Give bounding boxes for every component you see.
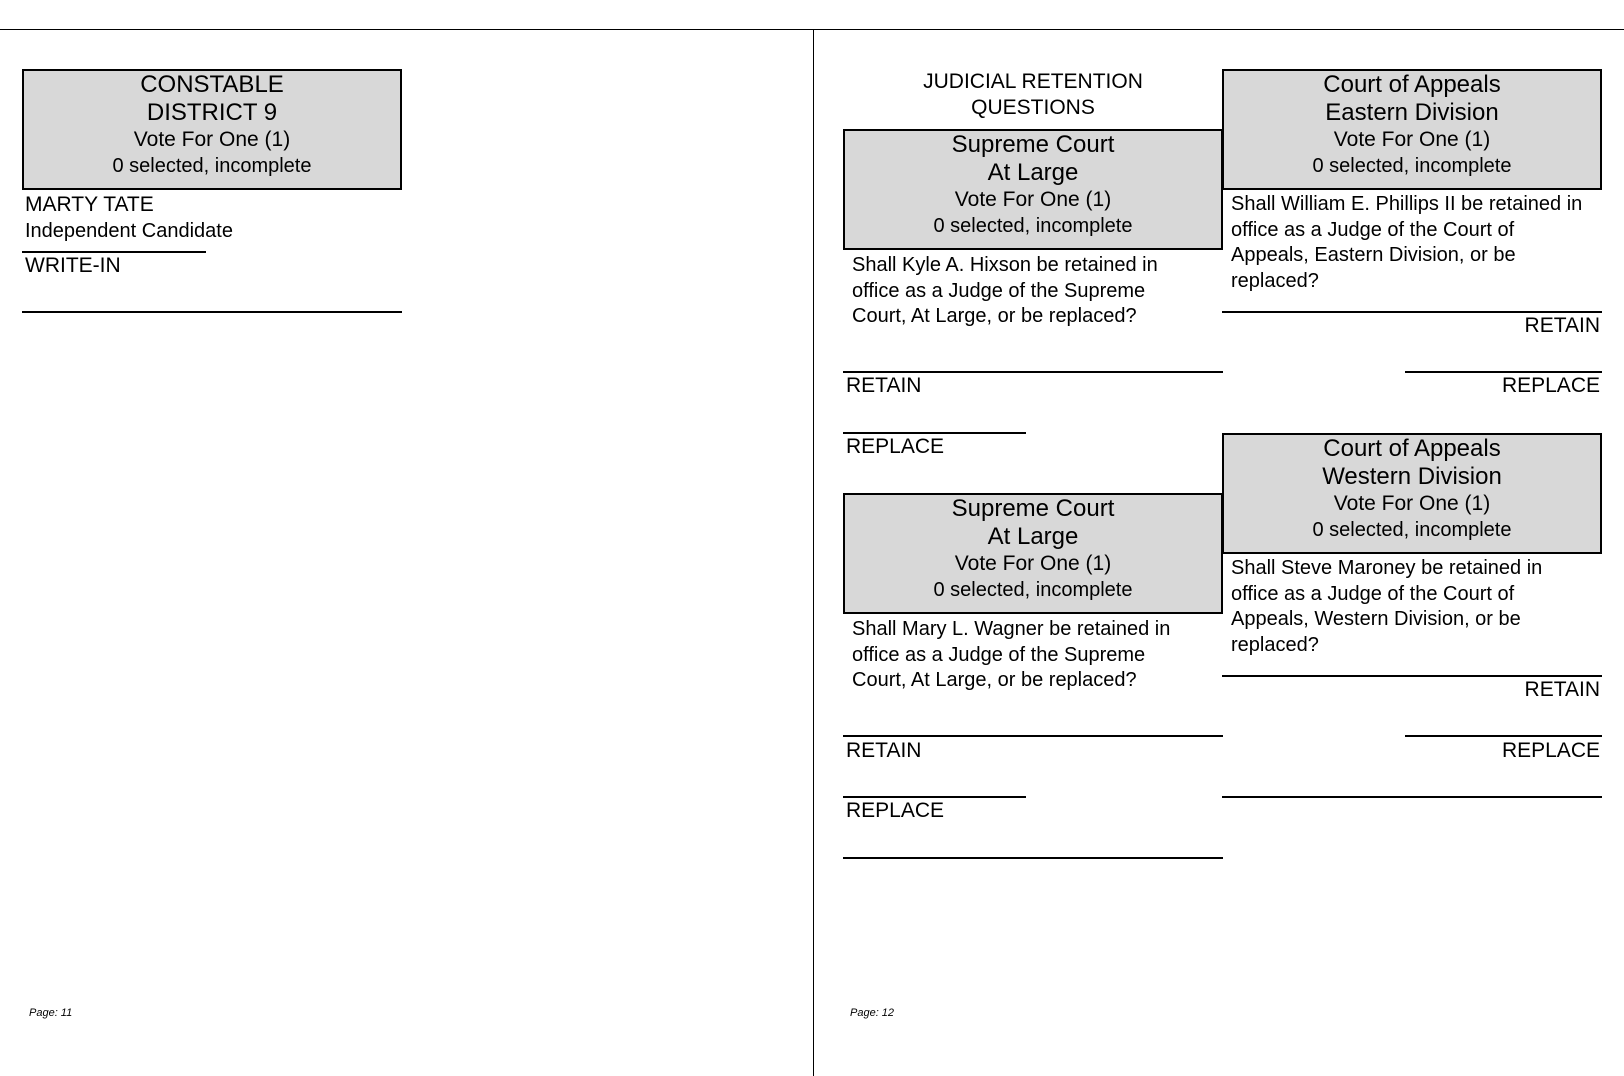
retain-label: RETAIN <box>1524 678 1600 701</box>
question-divider <box>843 371 1223 373</box>
top-border <box>0 29 1624 30</box>
supreme-court-contest-header-2: Supreme Court At Large Vote For One (1) … <box>843 493 1223 614</box>
selection-status: 0 selected, incomplete <box>112 155 312 177</box>
option-divider <box>1405 735 1602 737</box>
page-divider <box>813 29 814 1076</box>
retention-question-text: Shall William E. Phillips II be retained… <box>1231 193 1583 292</box>
section-title: JUDICIAL RETENTION QUESTIONS <box>843 69 1223 121</box>
option-divider <box>843 432 1026 434</box>
candidate-party: Independent Candidate <box>25 220 233 242</box>
selection-status: 0 selected, incomplete <box>1312 519 1512 541</box>
question-divider <box>1222 311 1602 313</box>
retention-question-text: Shall Kyle A. Hixson be retained in offi… <box>852 254 1158 327</box>
replace-label: REPLACE <box>846 799 945 822</box>
contest-title-line1: Supreme Court <box>951 495 1115 522</box>
contest-title-line2: At Large <box>987 523 1079 550</box>
vote-for-label: Vote For One (1) <box>1333 492 1491 515</box>
vote-for-label: Vote For One (1) <box>954 552 1112 575</box>
write-in-label: WRITE-IN <box>25 254 121 277</box>
contest-end-line <box>843 857 1223 859</box>
write-in-line <box>22 311 402 313</box>
question-divider <box>843 735 1223 737</box>
vote-for-label: Vote For One (1) <box>954 188 1112 211</box>
selection-status: 0 selected, incomplete <box>1312 155 1512 177</box>
contest-title-line1: Supreme Court <box>951 131 1115 158</box>
contest-title-line1: Court of Appeals <box>1323 71 1501 98</box>
retain-label: RETAIN <box>1524 314 1600 337</box>
contest-title-line1: Court of Appeals <box>1323 435 1501 462</box>
option-divider <box>1405 371 1602 373</box>
contest-title-line2: At Large <box>987 159 1079 186</box>
vote-for-label: Vote For One (1) <box>1333 128 1491 151</box>
contest-title-line2: Eastern Division <box>1325 99 1499 126</box>
replace-label: REPLACE <box>1501 739 1600 762</box>
contest-title-line2: DISTRICT 9 <box>146 99 278 126</box>
appeals-western-contest-header: Court of Appeals Western Division Vote F… <box>1222 433 1602 554</box>
question-divider <box>1222 675 1602 677</box>
selection-status: 0 selected, incomplete <box>933 215 1133 237</box>
selection-status: 0 selected, incomplete <box>933 579 1133 601</box>
supreme-court-contest-header-1: Supreme Court At Large Vote For One (1) … <box>843 129 1223 250</box>
section-title-line1: JUDICIAL RETENTION <box>923 70 1143 93</box>
page-number: Page: 11 <box>29 1007 73 1019</box>
candidate-divider <box>22 251 206 253</box>
replace-label: REPLACE <box>1501 374 1600 397</box>
page-number: Page: 12 <box>850 1007 895 1019</box>
retain-label: RETAIN <box>846 739 922 762</box>
section-title-line2: QUESTIONS <box>971 96 1095 119</box>
candidate-name: MARTY TATE <box>25 193 154 216</box>
contest-title-line2: Western Division <box>1322 463 1502 490</box>
retain-label: RETAIN <box>846 374 922 397</box>
contest-title-line1: CONSTABLE <box>140 71 284 98</box>
retention-question-text: Shall Steve Maroney be retained in offic… <box>1231 557 1543 656</box>
contest-end-line <box>1222 796 1602 798</box>
replace-label: REPLACE <box>846 435 945 458</box>
constable-contest-header: CONSTABLE DISTRICT 9 Vote For One (1) 0 … <box>22 69 402 190</box>
vote-for-label: Vote For One (1) <box>133 128 291 151</box>
option-divider <box>843 796 1026 798</box>
retention-question-text: Shall Mary L. Wagner be retained in offi… <box>852 618 1171 691</box>
appeals-eastern-contest-header: Court of Appeals Eastern Division Vote F… <box>1222 69 1602 190</box>
